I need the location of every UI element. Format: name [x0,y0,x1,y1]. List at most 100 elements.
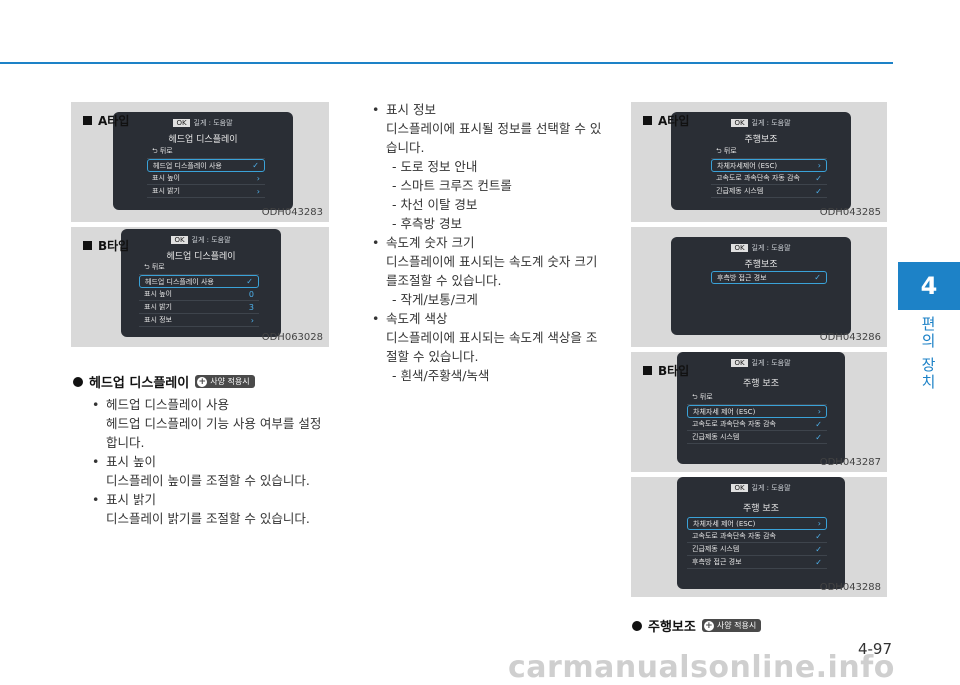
type-label: B타입 [83,237,129,254]
list-item-desc: 디스플레이에 표시되는 속도계 숫자 크기 [386,254,598,269]
square-icon [83,241,92,250]
ok-key: OK [731,244,748,252]
figure-code: ODH063028 [261,332,323,343]
list-item-desc: 헤드업 디스플레이 기능 사용 여부를 설정 [106,416,322,431]
menu-row: 긴급제동 시스템✓ [687,431,827,444]
menu-row: 표시 정보› [139,314,259,327]
type-label: A타입 [643,112,689,129]
bullet-dot-icon [632,620,642,631]
ok-key: OK [171,236,188,244]
chapter-tab: 4 [898,262,960,310]
list-item-desc: 디스플레이 밝기를 조절할 수 있습니다. [106,511,310,526]
figure-code: ODH043283 [261,207,323,218]
menu-list: ⮌ 뒤로 차체자세제어 (ESC)› 고속도로 과속단속 자동 감속✓ 긴급제동… [711,146,827,198]
list-item-title: 헤드업 디스플레이 사용 [92,395,342,414]
screen-title: 주행보조 [744,260,778,270]
figure-code: ODH043286 [819,332,881,343]
square-icon [643,116,652,125]
type-label: B타입 [643,362,689,379]
assist-section-heading: 주행보조 +사양 적용시 [632,616,762,635]
list-item-title: 표시 정보 [372,100,622,119]
chapter-title: 편의 장치 [919,316,937,391]
screen-title: 주행보조 [744,135,778,145]
list-item-title: 속도계 색상 [372,309,622,328]
menu-list: ⮌ 뒤로 차체자세 제어 (ESC)› 고속도로 과속단속 자동 감속✓ 긴급제… [687,392,827,444]
list-item-title: 표시 높이 [92,452,342,471]
list-item-desc: 습니다. [386,140,425,155]
menu-row: 차체자세제어 (ESC)› [711,159,827,172]
list-item-desc: 디스플레이에 표시될 정보를 선택할 수 있 [386,121,602,136]
menu-row: 후측방 접근 경보✓ [687,556,827,569]
menu-row: ⮌ 뒤로 [687,392,827,405]
spec-badge: +사양 적용시 [195,375,255,388]
menu-row: 긴급제동 시스템✓ [711,185,827,198]
list-subitem: - 작게/보통/크게 [392,292,478,307]
list-item-desc: 를조절할 수 있습니다. [386,273,502,288]
menu-row: ⮌ 뒤로 [147,146,265,159]
square-icon [83,116,92,125]
menu-row: 차체자세 제어 (ESC)› [687,517,827,530]
menu-row: 헤드업 디스플레이 사용✓ [147,159,265,172]
watermark: carmanualsonline.info [508,650,895,685]
page-number: 4-97 [857,640,892,658]
menu-row: ⮌ 뒤로 [139,262,259,275]
bullet-dot-icon [73,376,83,387]
plus-icon: + [703,620,714,631]
screen-title: 헤드업 디스플레이 [168,135,238,145]
hud-item-list: 헤드업 디스플레이 사용 헤드업 디스플레이 기능 사용 여부를 설정 합니다.… [92,395,342,528]
list-item-desc: 디스플레이 높이를 조절할 수 있습니다. [106,473,310,488]
spec-badge: +사양 적용시 [701,619,762,632]
figure-code: ODH043288 [819,582,881,593]
menu-row: 표시 높이› [147,172,265,185]
type-label: A타입 [83,112,129,129]
middle-item-list: 표시 정보 디스플레이에 표시될 정보를 선택할 수 있 습니다. - 도로 정… [372,100,622,385]
list-subitem: - 스마트 크루즈 컨트롤 [392,178,512,193]
menu-list: 후측방 접근 경보✓ [711,271,827,284]
list-subitem: - 도로 정보 안내 [392,159,478,174]
list-item-title: 표시 밝기 [92,490,342,509]
ok-key: OK [731,484,748,492]
screen-title: 헤드업 디스플레이 [166,252,236,262]
plus-icon: + [197,376,208,387]
square-icon [643,366,652,375]
list-item-desc: 절할 수 있습니다. [386,349,479,364]
menu-row: 고속도로 과속단속 자동 감속✓ [687,418,827,431]
ok-key: OK [731,119,748,127]
list-item-desc: 디스플레이에 표시되는 속도계 색상을 조 [386,330,598,345]
top-rule [0,62,893,64]
menu-row: 후측방 접근 경보✓ [711,271,827,284]
list-subitem: - 흰색/주황색/녹색 [392,368,490,383]
menu-list: ⮌ 뒤로 헤드업 디스플레이 사용✓ 표시 높이› 표시 밝기› [147,146,265,198]
figure-code: ODH043285 [819,207,881,218]
menu-row: 헤드업 디스플레이 사용✓ [139,275,259,288]
figure-code: ODH043287 [819,457,881,468]
menu-row: 고속도로 과속단속 자동 감속✓ [711,172,827,185]
list-subitem: - 차선 이탈 경보 [392,197,478,212]
list-item-desc: 합니다. [106,435,145,450]
menu-list: 차체자세 제어 (ESC)› 고속도로 과속단속 자동 감속✓ 긴급제동 시스템… [687,517,827,569]
menu-row: 긴급제동 시스템✓ [687,543,827,556]
menu-row: 표시 밝기› [147,185,265,198]
hud-section-heading: 헤드업 디스플레이 +사양 적용시 [73,372,255,391]
list-item-title: 속도계 숫자 크기 [372,233,622,252]
screen-title: 주행 보조 [743,504,779,514]
menu-row: ⮌ 뒤로 [711,146,827,159]
menu-row: 고속도로 과속단속 자동 감속✓ [687,530,827,543]
menu-row: 차체자세 제어 (ESC)› [687,405,827,418]
